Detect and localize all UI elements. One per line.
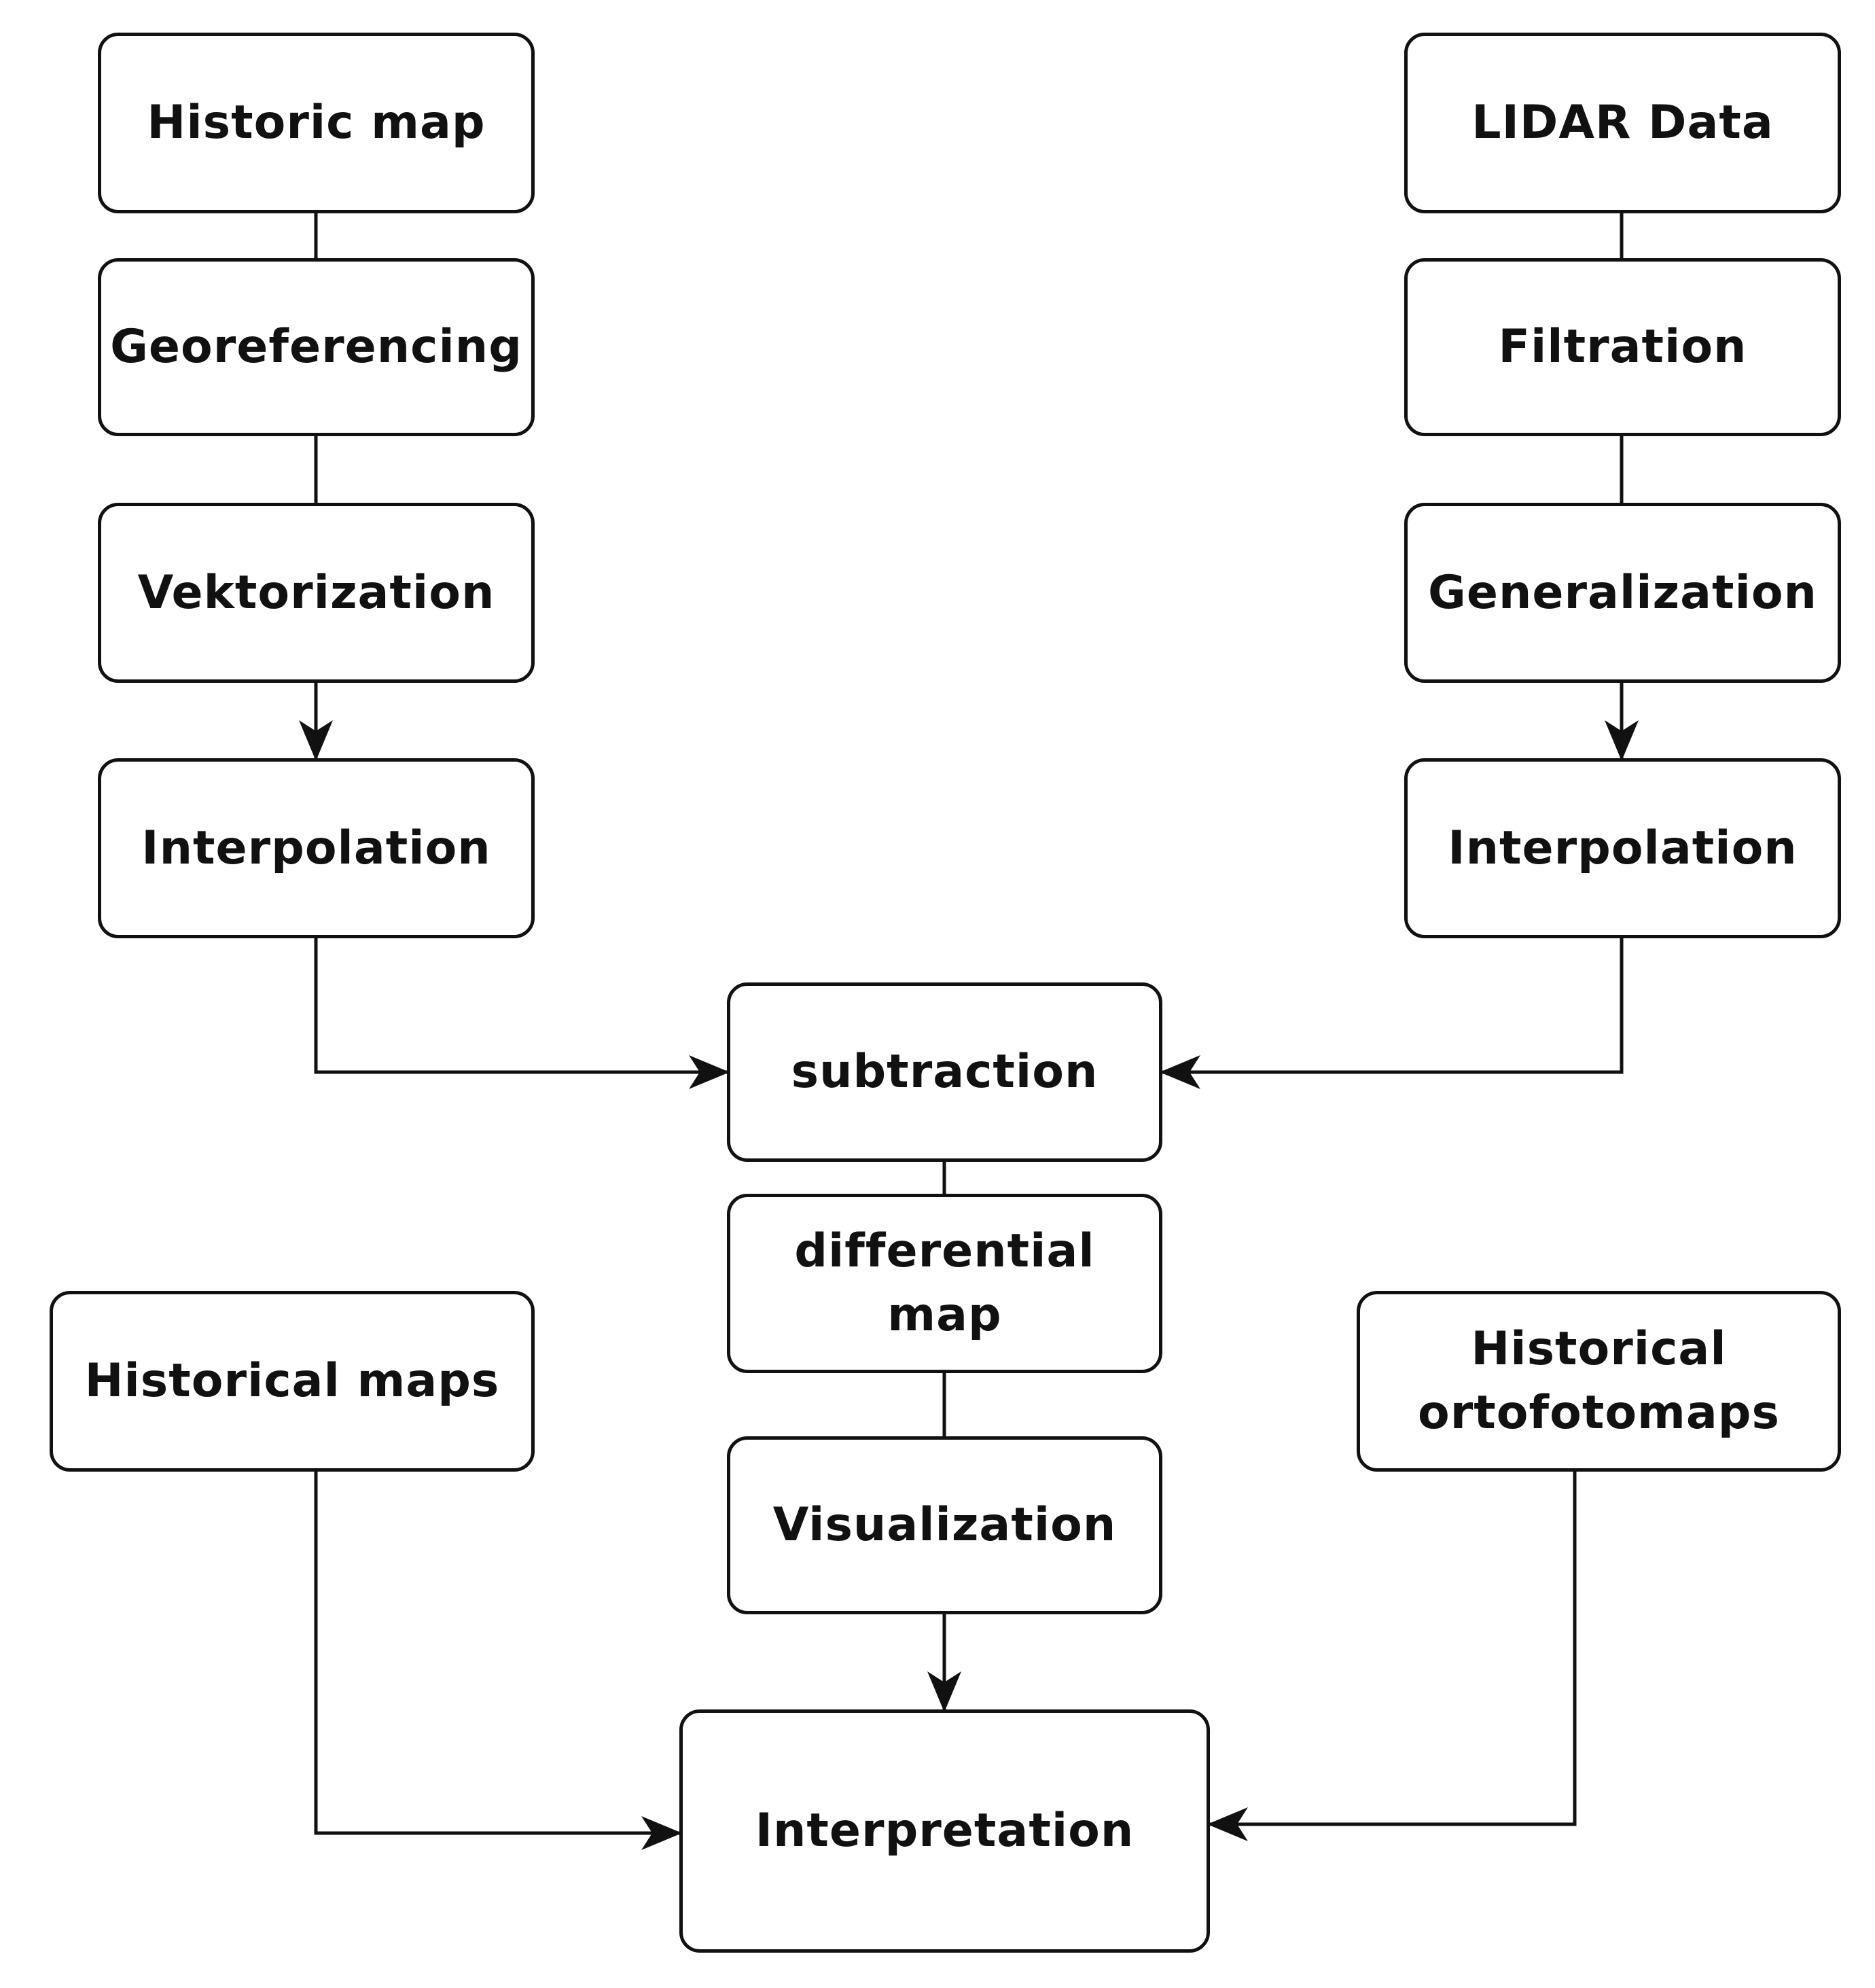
node-historical-maps: Historical maps <box>50 1291 535 1472</box>
node-label-line2: map <box>887 1288 1002 1342</box>
node-subtraction: subtraction <box>727 982 1162 1162</box>
node-vektorization: Vektorization <box>98 503 535 683</box>
node-interpolation-right: Interpolation <box>1404 758 1841 938</box>
node-label: Visualization <box>772 1498 1117 1552</box>
edge-ortofotomaps-to-interpretation <box>1207 1472 1577 1841</box>
node-label-line1: Historical <box>1471 1322 1727 1376</box>
node-generalization: Generalization <box>1404 503 1841 683</box>
node-georeferencing: Georeferencing <box>98 258 535 436</box>
node-label: subtraction <box>791 1045 1099 1099</box>
node-label: Interpolation <box>1448 821 1798 875</box>
node-label: Historical maps <box>84 1354 500 1408</box>
node-differential-map: differential map <box>727 1194 1162 1373</box>
node-label: Generalization <box>1428 565 1817 620</box>
node-label: Historic map <box>147 96 486 149</box>
node-lidar-data: LIDAR Data <box>1404 33 1841 213</box>
node-label-line1: differential <box>794 1224 1095 1278</box>
node-historical-ortofotomaps: Historical ortofotomaps <box>1357 1291 1841 1472</box>
node-historic-map: Historic map <box>98 33 535 213</box>
node-label: Georeferencing <box>110 320 522 374</box>
node-interpretation: Interpretation <box>679 1709 1210 1953</box>
node-interpolation-left: Interpolation <box>98 758 535 938</box>
node-label: Interpretation <box>755 1804 1135 1858</box>
node-label-line2: ortofotomaps <box>1418 1386 1780 1440</box>
edge-interpolation-left-to-subtraction <box>314 938 730 1089</box>
node-label: Interpolation <box>141 821 491 875</box>
node-filtration: Filtration <box>1404 258 1841 436</box>
node-label: Filtration <box>1498 320 1747 374</box>
edge-historical-maps-to-interpretation <box>314 1472 682 1850</box>
edge-interpolation-right-to-subtraction <box>1160 938 1624 1089</box>
node-label: Vektorization <box>137 565 495 620</box>
node-visualization: Visualization <box>727 1436 1162 1614</box>
node-label: LIDAR Data <box>1471 96 1774 149</box>
